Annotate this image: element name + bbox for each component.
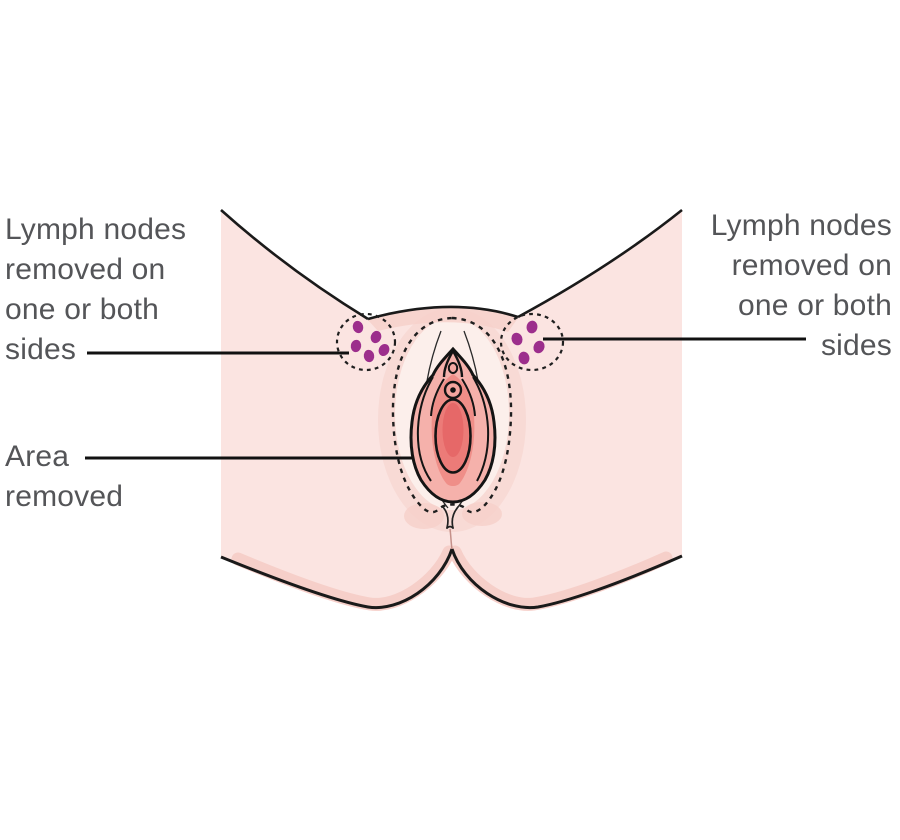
mons-curve xyxy=(367,305,519,321)
labia-fold-lines xyxy=(416,376,490,482)
lymph-cluster-right-outline xyxy=(499,312,565,372)
shade-perineum-left xyxy=(404,503,444,529)
shade-gluteal-right xyxy=(448,545,673,611)
thigh-line-left xyxy=(220,209,369,321)
shade-gluteal-left xyxy=(231,545,456,611)
shade-mons xyxy=(368,307,518,332)
clitoral-knob xyxy=(447,362,459,374)
clitoris-dot xyxy=(450,387,456,393)
lymph-cluster-left xyxy=(335,312,397,372)
clitoral-hood xyxy=(442,350,464,378)
cleft-line xyxy=(449,528,453,550)
vulva-illustration xyxy=(409,346,497,504)
gluteal-fold-left xyxy=(220,548,454,610)
label-area-removed: Area removed xyxy=(5,440,124,513)
lymph-cluster-right xyxy=(499,312,565,372)
thigh-line-right xyxy=(517,208,683,319)
lymph-dots-left xyxy=(350,320,390,363)
lymph-cluster-left-outline xyxy=(335,312,397,372)
vaginal-opening-inner xyxy=(442,403,464,457)
label-lymph-nodes-left: Lymph nodes removed on one or both sides xyxy=(5,213,187,366)
lymph-dots-right xyxy=(511,320,545,365)
area-removed-outline xyxy=(391,316,513,514)
label-lymph-nodes-right: Lymph nodes removed on one or both sides xyxy=(710,209,892,362)
shade-perineum-right xyxy=(462,502,502,526)
anus-mark xyxy=(442,506,459,529)
gluteal-fold-right xyxy=(450,548,683,610)
